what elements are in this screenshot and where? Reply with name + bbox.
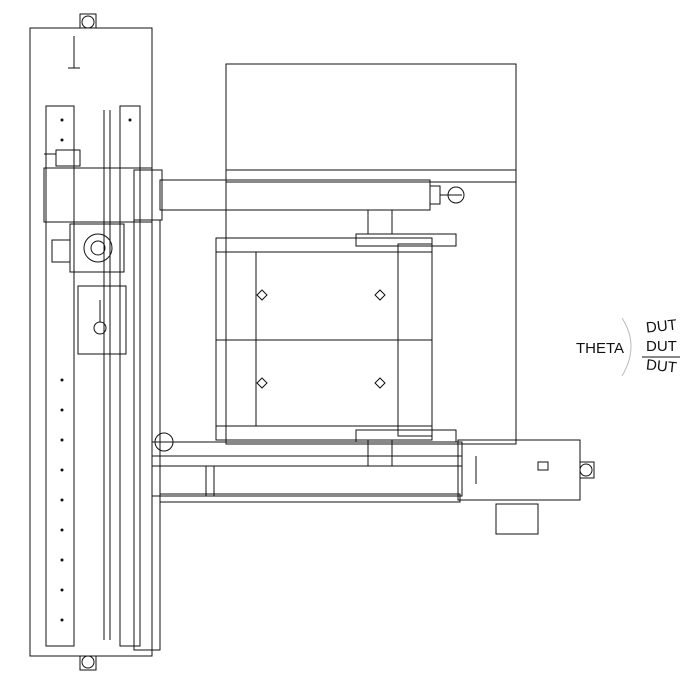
vertical-column — [29, 13, 153, 671]
dut-label-top: DUT — [645, 316, 678, 337]
dut-label-bottom: DUT — [645, 356, 678, 377]
back-enclosure — [225, 63, 517, 445]
carriage — [43, 149, 465, 651]
theta-label: THETA — [576, 340, 625, 357]
theta-arc-icon — [621, 317, 632, 377]
lower-arm — [151, 432, 595, 650]
column-holes — [60, 118, 132, 622]
dut-table — [215, 209, 457, 443]
dut-label-middle: DUT — [646, 338, 677, 355]
